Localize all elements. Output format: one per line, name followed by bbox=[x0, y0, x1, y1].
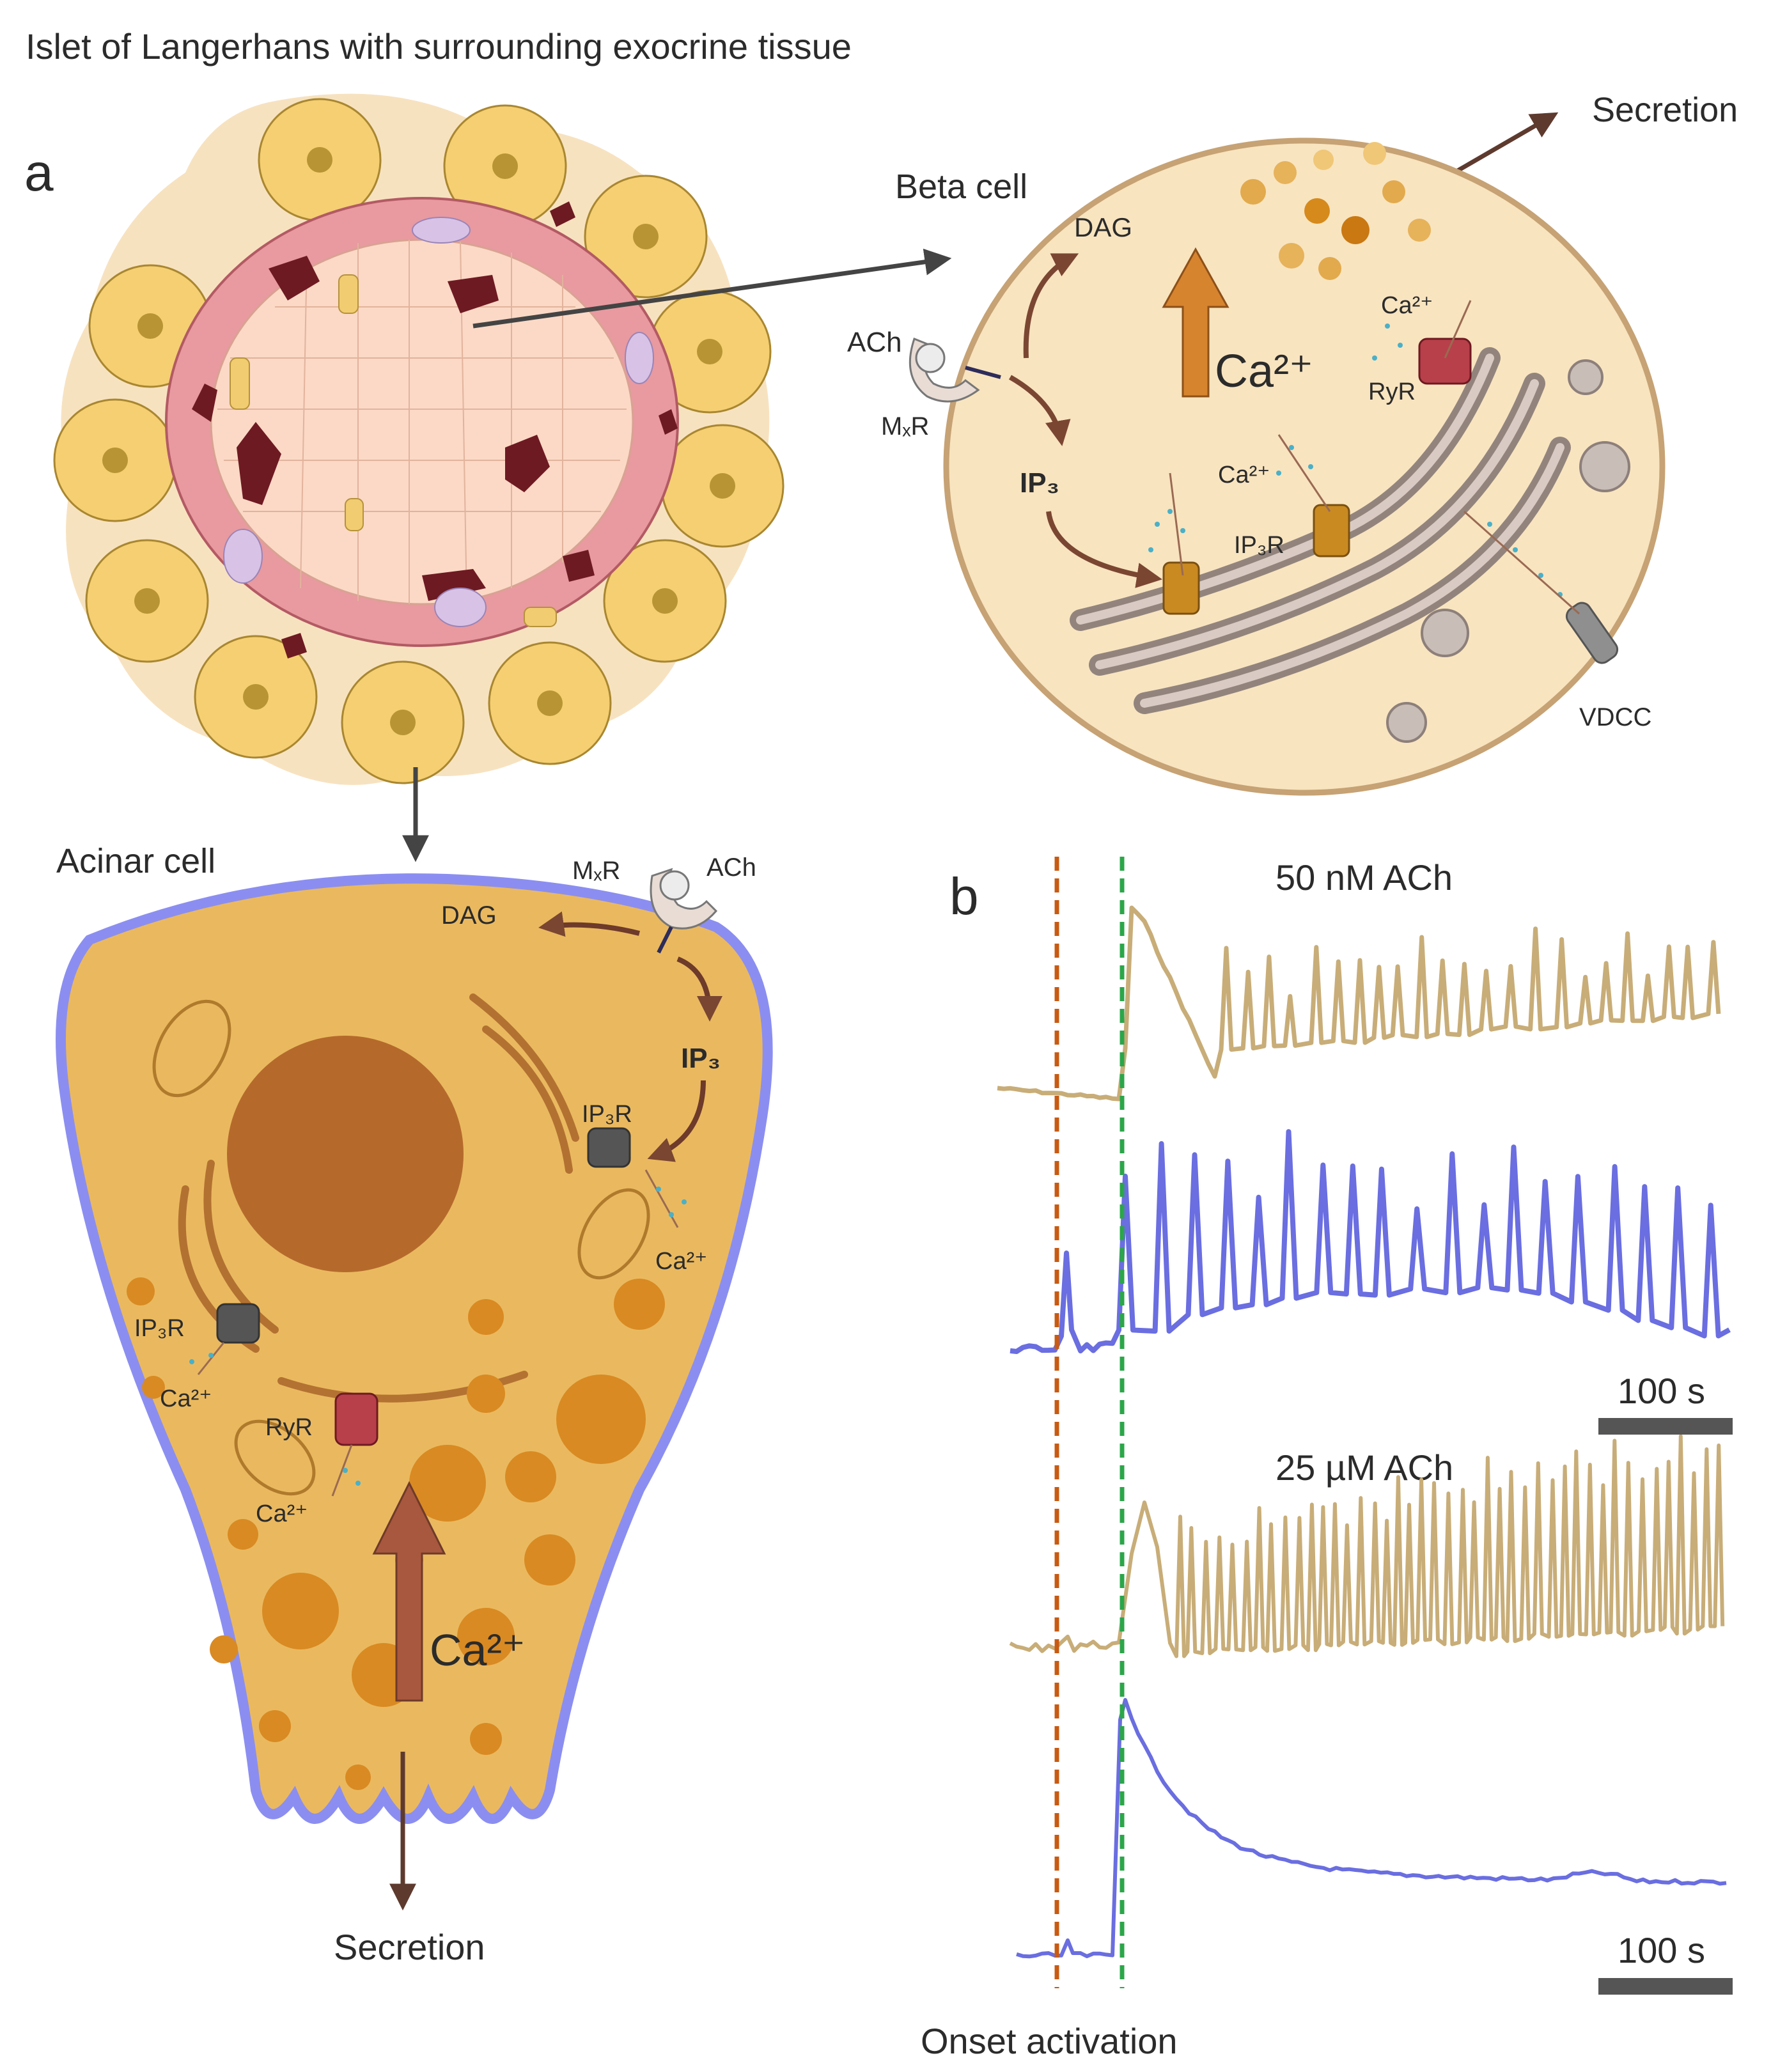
islet-core bbox=[210, 238, 634, 605]
blood-vessels bbox=[192, 201, 678, 658]
acinar-ca-thin-arrows bbox=[197, 1169, 679, 1497]
acinar-ip3r-channel bbox=[216, 1127, 631, 1344]
delta-cells bbox=[230, 274, 557, 627]
panel-a-label: a bbox=[24, 144, 54, 202]
acinar-ach-label: ACh bbox=[706, 853, 756, 882]
condition-1-label: 50 nM ACh bbox=[1276, 857, 1453, 898]
condition-2-label: 25 µM ACh bbox=[1276, 1447, 1453, 1488]
scale-bar-label-2: 100 s bbox=[1618, 1930, 1705, 1970]
acinar-ca-dots bbox=[189, 1187, 687, 1486]
acinar-cell: MₓR ACh DAG IP₃ IP₃R Ca²⁺ IP₃R Ca²⁺ RyR … bbox=[56, 853, 773, 1824]
acinar-ryr-label: RyR bbox=[265, 1414, 313, 1441]
trace-gold-25uM bbox=[1009, 1434, 1725, 1658]
beta-ach-label: ACh bbox=[847, 327, 902, 358]
acinar-ryr-channel bbox=[334, 1392, 378, 1446]
beta-secretion-label: Secretion bbox=[1592, 91, 1738, 129]
beta-ca-big-label: Ca²⁺ bbox=[1215, 346, 1313, 397]
beta-ip3r-channel bbox=[1162, 504, 1350, 615]
onset-activation-label: Onset activation bbox=[921, 2021, 1178, 2061]
acinar-secretion-label: Secretion bbox=[334, 1927, 485, 1967]
acinar-ip3r-label-1: IP₃R bbox=[582, 1101, 632, 1128]
beta-ip3r-label: IP₃R bbox=[1234, 532, 1284, 559]
acinar-mxr-label: MₓR bbox=[572, 857, 620, 885]
beta-mxr-label: MₓR bbox=[881, 412, 929, 440]
islet-tissue bbox=[53, 93, 784, 785]
beta-cell-body bbox=[943, 137, 1666, 796]
alpha-cells bbox=[223, 217, 654, 627]
beta-ip3-arrow bbox=[1009, 375, 1071, 446]
acinar-ip3-to-ip3r-arrow bbox=[647, 1080, 706, 1162]
acinus-lumen bbox=[102, 147, 735, 735]
beta-mxr-receptor bbox=[909, 338, 1001, 403]
beta-vesicles-grey bbox=[1386, 359, 1630, 743]
beta-ca-dots bbox=[1148, 323, 1563, 597]
acinar-dag-arrow bbox=[538, 911, 640, 937]
acinar-ip3-arrow bbox=[676, 956, 722, 1022]
figure-title: Islet of Langerhans with surrounding exo… bbox=[26, 26, 852, 66]
beta-ca-label-2: Ca²⁺ bbox=[1218, 462, 1270, 488]
beta-dag-arrow bbox=[1023, 253, 1079, 359]
beta-ryr-channel bbox=[1418, 338, 1472, 385]
beta-dag-label: DAG bbox=[1074, 212, 1132, 242]
islet-to-beta-arrow bbox=[472, 248, 952, 329]
beta-ca-label-1: Ca²⁺ bbox=[1381, 292, 1433, 319]
acinar-ca-up-arrow bbox=[372, 1481, 446, 1702]
beta-ca-up-arrow bbox=[1162, 247, 1229, 398]
beta-cell: ACh MₓR DAG IP₃ Ca²⁺ Ca²⁺ bbox=[847, 137, 1666, 796]
acinar-cell-title: Acinar cell bbox=[56, 842, 215, 880]
scale-bar-label-1: 100 s bbox=[1618, 1371, 1705, 1411]
acinar-dag-label: DAG bbox=[441, 901, 497, 930]
acinar-ca-label-2: Ca²⁺ bbox=[160, 1385, 212, 1412]
beta-cell-title: Beta cell bbox=[895, 167, 1027, 206]
acinar-mxr-receptor bbox=[650, 868, 718, 954]
acinar-ca-label-3: Ca²⁺ bbox=[256, 1500, 308, 1527]
vdcc-label: VDCC bbox=[1579, 703, 1651, 731]
beta-ryr-label: RyR bbox=[1368, 378, 1416, 405]
acinar-nucleus bbox=[227, 1036, 464, 1272]
zymogen-granules bbox=[127, 1277, 665, 1790]
beta-ip3-label: IP₃ bbox=[1020, 467, 1059, 499]
scale-bar-1 bbox=[1598, 1418, 1733, 1435]
vdcc-channel bbox=[1565, 602, 1619, 664]
beta-ca-thin-arrows bbox=[1169, 300, 1580, 615]
acinar-ca-big-label: Ca²⁺ bbox=[430, 1625, 526, 1675]
beta-ip3-to-ip3r-arrow bbox=[1046, 511, 1162, 588]
beta-cells-mesh bbox=[217, 240, 627, 604]
acinar-ip3-label: IP₃ bbox=[681, 1043, 721, 1074]
traces bbox=[997, 905, 1731, 1959]
trace-blue-50nM bbox=[1010, 1129, 1731, 1354]
mitochondria bbox=[152, 999, 650, 1496]
scale-bar-2 bbox=[1598, 1978, 1733, 1995]
insulin-granules bbox=[1240, 142, 1431, 280]
panel-b-label: b bbox=[949, 868, 979, 926]
acinar-ca-label-1: Ca²⁺ bbox=[655, 1248, 707, 1275]
trace-gold-50nM bbox=[997, 905, 1721, 1102]
acinar-ip3r-label-2: IP₃R bbox=[134, 1315, 185, 1342]
trace-blue-25uM bbox=[1016, 1698, 1727, 1959]
